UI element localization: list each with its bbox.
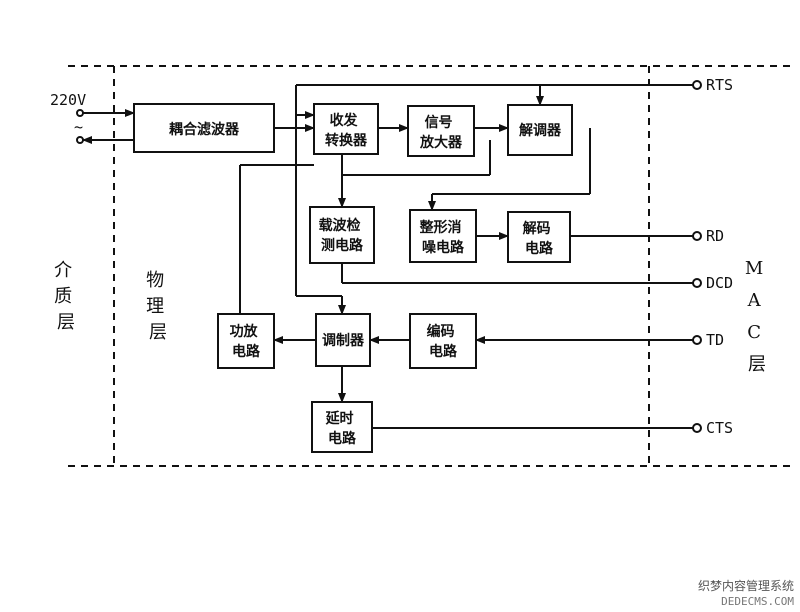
decoder-label: 解码 电路 [523,220,556,257]
terminal-td [692,335,702,345]
terminal-ac-top [76,109,84,117]
terminal-rd [692,231,702,241]
ac-symbol: ~ [74,118,83,136]
carrier-detect-box [309,206,375,264]
physical-layer-label: 物 理 层 [146,270,170,343]
transceiver-box [313,103,379,155]
shaping-box [409,209,477,263]
carrier-detect-label: 载波检 测电路 [319,217,366,254]
rd-label: RD [706,227,724,245]
transceiver-label: 收发 转换器 [325,112,368,149]
decoder-box [507,211,571,263]
coupler-label: 耦合滤波器 [169,121,240,138]
demodulator-box [507,104,573,156]
dcd-label: DCD [706,274,733,292]
shaping-label: 整形消 噪电路 [419,219,467,256]
terminal-cts [692,423,702,433]
medium-layer-label: 介 质 层 [54,260,78,333]
terminal-rts [692,80,702,90]
power-amp-label: 功放 电路 [230,323,263,360]
amplifier-label: 信号 放大器 [419,114,463,151]
amplifier-box [407,105,475,157]
terminal-ac-bottom [76,136,84,144]
coupler-filter-box [133,103,275,153]
encoder-box [409,313,477,369]
demodulator-label: 解调器 [519,122,562,139]
watermark-line1: 织梦内容管理系统 [698,578,794,593]
layer-boundaries [68,65,790,467]
delay-box [311,401,373,453]
cts-label: CTS [706,419,733,437]
td-label: TD [706,331,724,349]
wires [82,84,693,429]
terminals [76,80,702,433]
blocks [133,103,573,453]
delay-label: 延时 电路 [325,410,359,447]
voltage-label: 220V [50,91,86,109]
encoder-label: 编码 电路 [427,323,460,360]
modulator-label: 调制器 [322,332,365,349]
rts-label: RTS [706,76,733,94]
modulator-box [315,313,371,367]
mac-layer-label: M A C 层 [745,258,769,375]
watermark-line2: DEDECMS.COM [721,595,794,608]
power-amp-box [217,313,275,369]
terminal-dcd [692,278,702,288]
